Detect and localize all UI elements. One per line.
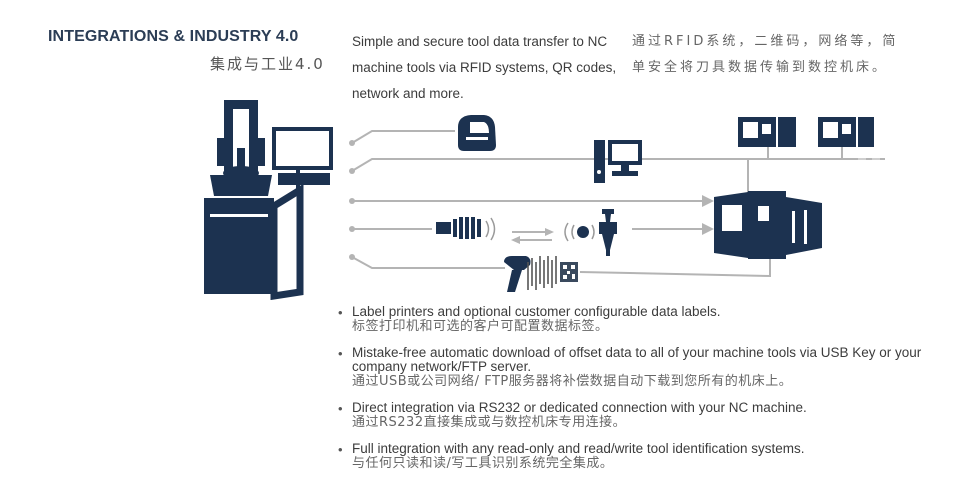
tool-holder-icon — [599, 209, 617, 256]
list-item-text-cn: 通过USB或公司网络/ FTP服务器将补偿数据自动下载到您所有的机床上。 — [352, 374, 793, 389]
bullet-dot: • — [338, 346, 343, 361]
bullet-dot: • — [338, 401, 343, 416]
list-item: • Direct integration via RS232 or dedica… — [338, 401, 938, 431]
list-item-text-cn: 与任何只读和读/写工具识别系统完全集成。 — [352, 456, 614, 471]
list-item: • Label printers and optional customer c… — [338, 305, 938, 335]
heading-title-en: INTEGRATIONS & INDUSTRY 4.0 — [48, 28, 299, 45]
line-qr-to-machine — [579, 258, 771, 278]
intro-text-en: Simple and secure tool data transfer to … — [352, 34, 617, 101]
computer-icon — [594, 140, 642, 183]
heading-title-cn: 集成与工业4.0 — [210, 55, 325, 73]
integration-diagram — [204, 100, 885, 300]
bullet-dot: • — [338, 442, 343, 457]
barcode-scanner-icon — [504, 256, 531, 292]
line-to-printer — [351, 130, 455, 144]
list-item-text-en: Label printers and optional customer con… — [352, 304, 721, 319]
list-item-text-en: Mistake-free automatic download of offse… — [352, 345, 922, 374]
arrow-head — [702, 223, 714, 235]
list-item-text-en: Direct integration via RS232 or dedicate… — [352, 400, 807, 415]
arrow-head — [702, 195, 714, 207]
tool-presetter-icon — [204, 100, 333, 300]
connector-lines — [349, 130, 885, 278]
bullet-dot: • — [338, 305, 343, 320]
list-item: • Full integration with any read-only an… — [338, 442, 938, 472]
intro-text-cn: 通过RFID系统，二维码，网络等，简单安全将刀具数据传输到数控机床。 — [632, 34, 899, 75]
list-item-text-cn: 标签打印机和可选的客户可配置数据标签。 — [352, 319, 609, 334]
cnc-machine-icon — [738, 117, 796, 147]
cnc-machine-icon — [818, 117, 874, 147]
rfid-reader-icon — [436, 217, 496, 241]
list-item: • Mistake-free automatic download of off… — [338, 346, 938, 390]
rfid-chip-icon — [564, 222, 595, 242]
line-to-scanner — [351, 256, 505, 269]
cnc-machine-icon — [714, 191, 822, 259]
qr-code-icon — [527, 256, 578, 290]
list-item-text-en: Full integration with any read-only and … — [352, 441, 805, 456]
line-to-network — [351, 158, 885, 172]
label-printer-icon — [458, 115, 496, 151]
feature-list: • Label printers and optional customer c… — [338, 305, 938, 483]
list-item-text-cn: 通过RS232直接集成或与数控机床专用连接。 — [352, 415, 627, 430]
